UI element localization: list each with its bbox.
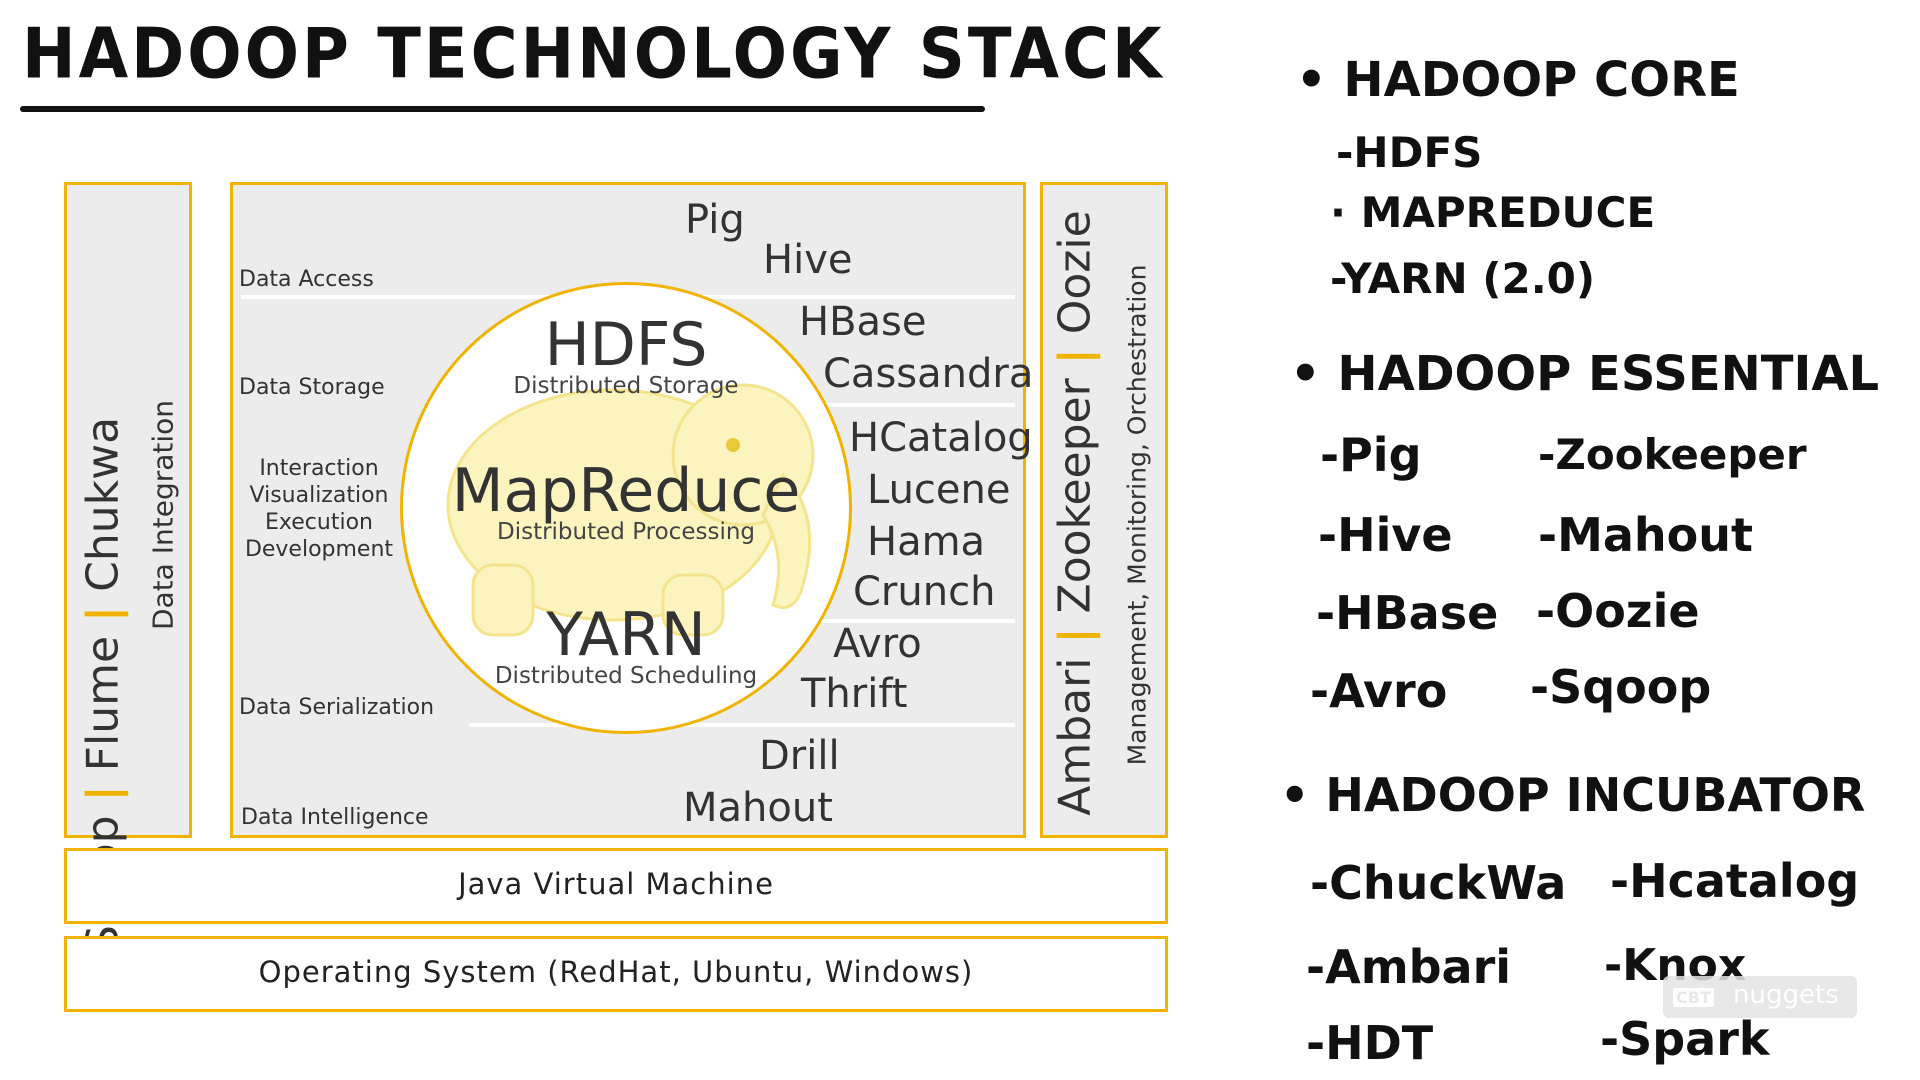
- notes-core-item: · MAPREDUCE: [1330, 188, 1656, 237]
- tool-oozie: Oozie: [1049, 210, 1101, 335]
- tool-ambari: Ambari: [1049, 657, 1101, 816]
- hdfs-name: HDFS: [544, 310, 708, 380]
- mapreduce-sub: Distributed Processing: [496, 519, 756, 545]
- notes-essential-heading: • HADOOP ESSENTIAL: [1290, 346, 1880, 402]
- yarn-sub: Distributed Scheduling: [494, 663, 758, 689]
- label-interaction-line: Interaction: [259, 456, 379, 481]
- notes-incubator-item: -Hcatalog: [1610, 854, 1860, 908]
- label-interaction-line: Execution: [265, 510, 373, 535]
- tool-cassandra: Cassandra: [823, 351, 1034, 397]
- tool-flume: Flume: [77, 635, 129, 772]
- tool-zookeeper: Zookeeper: [1049, 378, 1101, 614]
- page-title: HADOOP TECHNOLOGY STACK: [22, 15, 1165, 95]
- management-caption: Management, Monitoring, Orchestration: [1122, 264, 1152, 766]
- yarn-name: YARN: [546, 600, 706, 670]
- notes-essential-item: -Mahout: [1538, 508, 1753, 562]
- hdfs-sub: Distributed Storage: [513, 373, 739, 399]
- management-tools: Ambari | Zookeeper | Oozie: [1050, 210, 1101, 815]
- label-data-serialization: Data Serialization: [239, 695, 435, 720]
- label-interaction-line: Development: [244, 537, 394, 562]
- data-integration-caption: Data Integration: [146, 399, 180, 631]
- label-interaction: Interaction Visualization Execution Deve…: [239, 455, 399, 563]
- separator: |: [1049, 348, 1101, 365]
- label-data-access: Data Access: [239, 267, 374, 292]
- tool-thrift: Thrift: [801, 671, 908, 717]
- notes-incubator-item: -Ambari: [1306, 940, 1512, 994]
- notes-essential-item: -Oozie: [1536, 584, 1700, 638]
- notes-essential-item: -Sqoop: [1530, 660, 1712, 714]
- label-data-storage: Data Storage: [239, 375, 385, 400]
- yarn-block: YARN Distributed Scheduling: [403, 605, 849, 689]
- hadoop-core-circle: HDFS Distributed Storage MapReduce Distr…: [400, 282, 852, 734]
- mapreduce-name: MapReduce: [451, 456, 801, 526]
- separator: |: [77, 785, 129, 802]
- notes-incubator-item: -ChuckWa: [1310, 856, 1567, 910]
- tool-hbase: HBase: [799, 299, 927, 345]
- notes-core-heading: • HADOOP CORE: [1296, 52, 1740, 108]
- tool-chukwa: Chukwa: [77, 416, 129, 592]
- notes-essential-item: -Hive: [1318, 508, 1453, 562]
- tool-hcatalog: HCatalog: [849, 415, 1033, 461]
- tool-crunch: Crunch: [853, 569, 996, 615]
- notes-essential-item: -Pig: [1320, 428, 1422, 482]
- separator: |: [77, 605, 129, 622]
- notes-incubator-heading: • HADOOP INCUBATOR: [1280, 768, 1866, 822]
- os-layer: Operating System (RedHat, Ubuntu, Window…: [64, 936, 1168, 1012]
- notes-core-item: -HDFS: [1336, 128, 1483, 177]
- label-data-intelligence: Data Intelligence: [241, 805, 429, 830]
- cbt-nuggets-logo: CBT nuggets: [1663, 976, 1857, 1018]
- separator: |: [1049, 627, 1101, 644]
- title-underline: [20, 106, 985, 112]
- tool-mahout: Mahout: [683, 785, 833, 831]
- notes-incubator-item: -Spark: [1600, 1012, 1770, 1066]
- tool-hama: Hama: [867, 519, 986, 565]
- os-label: Operating System (RedHat, Ubuntu, Window…: [258, 955, 974, 989]
- tool-lucene: Lucene: [867, 467, 1011, 513]
- mapreduce-block: MapReduce Distributed Processing: [403, 461, 849, 545]
- notes-essential-item: -Avro: [1310, 664, 1448, 718]
- notes-core-item: -YARN (2.0): [1330, 254, 1596, 303]
- tool-hive: Hive: [763, 237, 853, 283]
- layer-divider: [469, 723, 1015, 727]
- tool-avro: Avro: [833, 621, 922, 667]
- notes-essential-item: -HBase: [1316, 586, 1499, 640]
- notes-incubator-item: -HDT: [1306, 1016, 1434, 1070]
- data-integration-panel: Sqoop | Flume | Chukwa Data Integration: [64, 182, 192, 953]
- logo-text: nuggets: [1733, 980, 1839, 1010]
- hadoop-elephant-icon: [446, 383, 815, 637]
- jvm-layer: Java Virtual Machine: [64, 848, 1168, 924]
- tool-drill: Drill: [759, 733, 840, 779]
- hdfs-block: HDFS Distributed Storage: [403, 315, 849, 399]
- label-interaction-line: Visualization: [249, 483, 389, 508]
- jvm-label: Java Virtual Machine: [458, 867, 774, 901]
- tool-pig: Pig: [685, 197, 745, 243]
- logo-badge: CBT: [1673, 988, 1714, 1007]
- management-panel: Ambari | Zookeeper | Oozie Management, M…: [1040, 182, 1168, 838]
- notes-essential-item: -Zookeeper: [1538, 430, 1807, 479]
